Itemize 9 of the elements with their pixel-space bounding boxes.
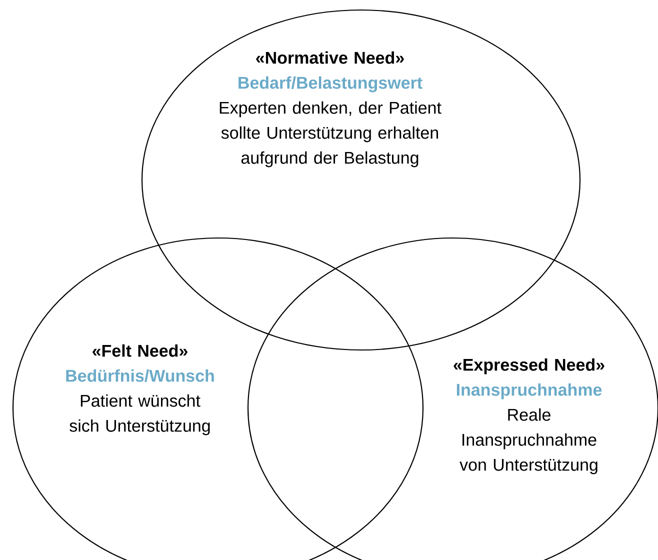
- heading: «Expressed Need»: [454, 358, 604, 374]
- heading: «Normative Need»: [256, 51, 404, 64]
- description: Reale Inanspruchnahme von Unterstützung: [460, 408, 598, 474]
- heading: «Felt Need»: [92, 344, 188, 357]
- description: Experten denken, der Patient sollte Unterstützung erhalten aufgrund der Belastung: [220, 101, 442, 168]
- subheading: Bedarf/Belastungswert: [238, 76, 422, 92]
- subheading: Bedürfnis/Wunsch: [66, 369, 214, 382]
- subheading: Inanspruchnahme: [456, 383, 602, 400]
- description: Patient wünscht sich Unterstützung: [70, 394, 210, 436]
